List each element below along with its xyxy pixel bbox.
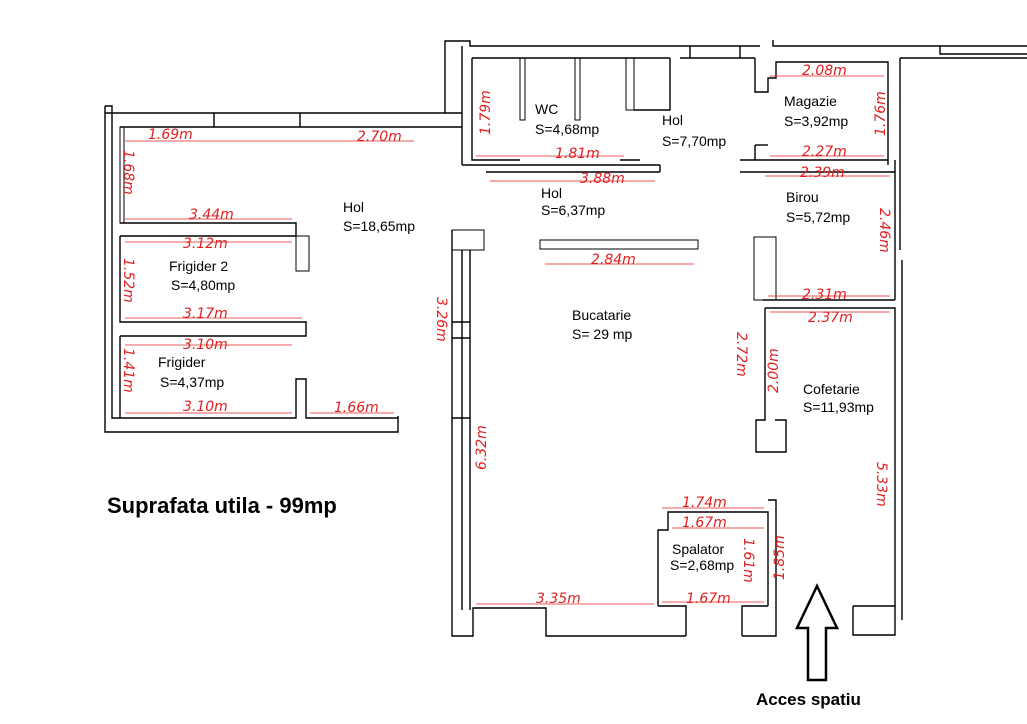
- dim-label: 1.81m: [555, 146, 600, 162]
- room-bucatarie-name: Bucatarie: [572, 307, 631, 323]
- room-magazie-name: Magazie: [784, 93, 837, 109]
- dimension-labels: 1.69m 2.70m 1.81m 2.08m 2.27m 3.88m 2.39…: [120, 63, 892, 607]
- room-magazie-area: S=3,92mp: [784, 113, 848, 129]
- dim-label: 2.31m: [802, 287, 847, 303]
- access-arrow-icon: [795, 583, 839, 682]
- dim-label: 2.84m: [591, 252, 636, 268]
- dim-label: 1.67m: [686, 591, 731, 607]
- dim-label: 1.68m: [120, 150, 136, 195]
- room-wc-area: S=4,68mp: [535, 121, 599, 137]
- dim-label: 1.41m: [120, 348, 136, 393]
- dim-label: 6.32m: [474, 425, 490, 470]
- dim-label: 2.39m: [800, 165, 845, 181]
- access-label: Acces spatiu: [756, 690, 861, 709]
- dim-label: 2.70m: [357, 129, 402, 145]
- dim-label: 2.08m: [802, 63, 847, 79]
- room-frigider-area: S=4,37mp: [160, 374, 224, 390]
- dim-label: 3.35m: [536, 591, 581, 607]
- room-cofetarie-area: S=11,93mp: [803, 399, 874, 415]
- dim-label: 3.17m: [183, 306, 228, 322]
- room-hol-main-area: S=18,65mp: [343, 218, 415, 234]
- room-hol-top-name: Hol: [662, 112, 683, 128]
- dim-label: 3.88m: [580, 171, 625, 187]
- dim-label: 2.46m: [876, 208, 892, 253]
- dim-label: 1.52m: [120, 258, 136, 303]
- dim-label: 3.44m: [189, 207, 234, 223]
- room-labels: WC S=4,68mp Hol S=7,70mp Magazie S=3,92m…: [158, 93, 874, 573]
- room-spalator-area: S=2,68mp: [670, 557, 734, 573]
- dim-label: 1.67m: [682, 515, 727, 531]
- room-birou-name: Birou: [786, 189, 819, 205]
- dim-label: 2.00m: [766, 348, 782, 393]
- room-hol-top-area: S=7,70mp: [662, 133, 726, 149]
- dim-label: 1.61m: [740, 538, 756, 583]
- dim-label: 3.10m: [183, 399, 228, 415]
- dim-label: 1.69m: [148, 127, 193, 143]
- usable-area-summary: Suprafata utila - 99mp: [107, 493, 337, 518]
- room-spalator-name: Spalator: [672, 541, 724, 557]
- dim-label: 1.76m: [873, 91, 889, 136]
- room-wc-name: WC: [535, 101, 558, 117]
- dim-label: 2.37m: [808, 310, 853, 326]
- dim-label: 1.79m: [478, 90, 494, 135]
- dim-label: 3.12m: [183, 236, 228, 252]
- dim-label: 2.27m: [802, 144, 847, 160]
- dim-label: 3.10m: [183, 337, 228, 353]
- room-cofetarie-name: Cofetarie: [803, 381, 860, 397]
- room-bucatarie-area: S= 29 mp: [572, 326, 633, 342]
- dim-label: 5.33m: [873, 462, 889, 507]
- room-hol-mid-name: Hol: [541, 185, 562, 201]
- dim-label: 2.72m: [733, 332, 749, 377]
- room-hol-mid-area: S=6,37mp: [541, 202, 605, 218]
- room-birou-area: S=5,72mp: [786, 209, 850, 225]
- dim-label: 1.85m: [772, 535, 788, 580]
- room-frigider2-name: Frigider 2: [169, 258, 228, 274]
- room-frigider2-area: S=4,80mp: [171, 277, 235, 293]
- dimension-lines: [125, 75, 890, 605]
- walls: [104, 40, 1027, 637]
- room-hol-main-name: Hol: [343, 199, 364, 215]
- room-frigider-name: Frigider: [158, 354, 206, 370]
- dim-label: 1.74m: [682, 495, 727, 511]
- dim-label: 3.26m: [433, 297, 449, 342]
- dim-label: 1.66m: [334, 400, 379, 416]
